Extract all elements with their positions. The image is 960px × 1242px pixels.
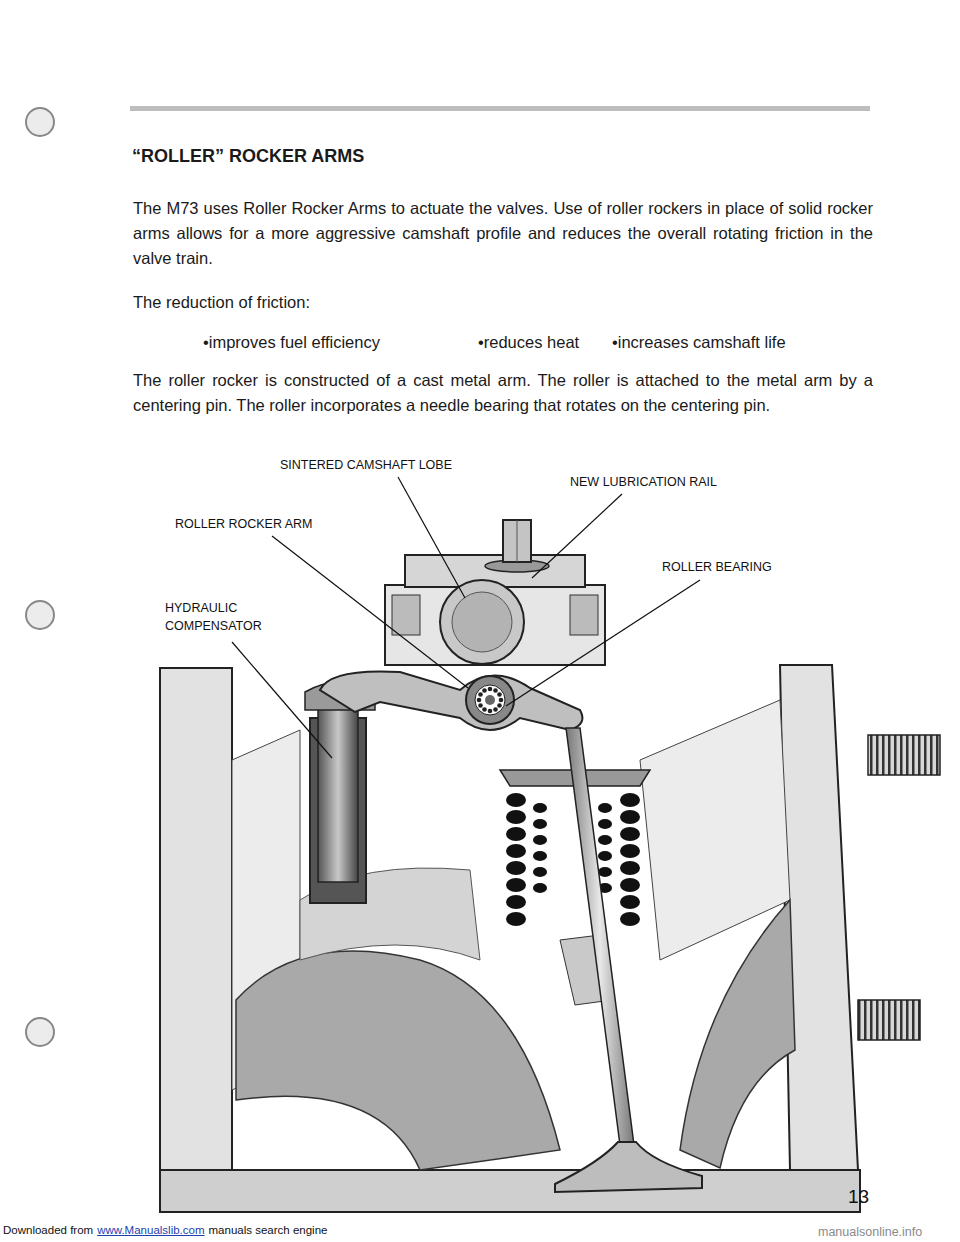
watermark-row: Downloaded from www.Manualslib.com manuals…: [3, 1224, 327, 1236]
page-number: 13: [848, 1183, 869, 1212]
watermark: manualsonline.info: [818, 1224, 922, 1242]
watermark: manuals search engine: [209, 1224, 328, 1236]
bullet-item: •improves fuel efficiency: [203, 330, 380, 355]
part-label: HYDRAULIC COMPENSATOR: [165, 600, 277, 635]
part-label: ROLLER BEARING: [662, 559, 772, 577]
body-paragraph: The M73 uses Roller Rocker Arms to actua…: [133, 196, 873, 270]
part-label: SINTERED CAMSHAFT LOBE: [280, 457, 452, 475]
page-title: “ROLLER” ROCKER ARMS: [132, 146, 364, 167]
part-label: ROLLER ROCKER ARM: [175, 516, 313, 534]
body-paragraph: The roller rocker is constructed of a ca…: [133, 368, 873, 418]
body-text: The reduction of friction:: [133, 290, 310, 315]
part-label: NEW LUBRICATION RAIL: [570, 474, 717, 492]
watermark: www.Manualslib.com: [97, 1224, 204, 1236]
bullet-item: •increases camshaft life: [612, 330, 786, 355]
watermark: Downloaded from: [3, 1224, 93, 1236]
bullet-item: •reduces heat: [478, 330, 579, 355]
